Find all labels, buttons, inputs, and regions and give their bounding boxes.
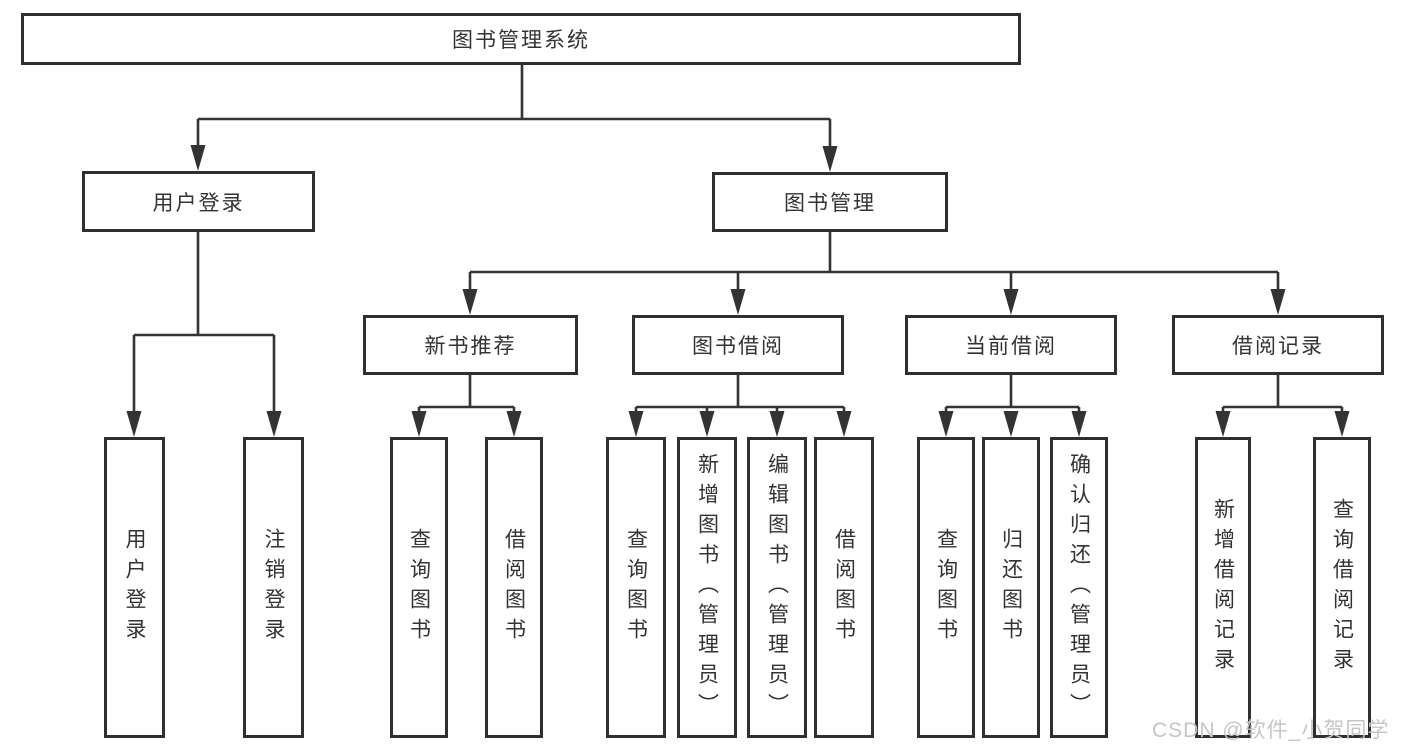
arrow-down-icon [462, 289, 478, 315]
leaf-br-add-record: 新增借阅记录 [1195, 437, 1251, 738]
node-root: 图书管理系统 [21, 13, 1021, 65]
arrow-down-icon [938, 411, 954, 437]
leaf-bb-edit-books-admin: 编辑图书（管理员） [747, 437, 807, 738]
csdn-watermark: CSDN @软件_小贺同学 [1152, 719, 1390, 742]
arrow-down-icon [190, 145, 206, 171]
arrow-down-icon [769, 411, 785, 437]
arrow-down-icon [506, 411, 522, 437]
edge-root [196, 65, 832, 151]
arrow-down-icon [836, 411, 852, 437]
leaf-bb-borrow-books: 借阅图书 [814, 437, 874, 738]
arrow-down-icon [1270, 289, 1286, 315]
arrow-down-icon [1003, 289, 1019, 315]
leaf-br-query-record: 查询借阅记录 [1313, 437, 1371, 738]
arrowheads [126, 145, 1350, 437]
arrow-down-icon [699, 411, 715, 437]
edge-book-borrow [634, 375, 846, 415]
arrow-down-icon [1003, 411, 1019, 437]
leaf-nbr-borrow-books: 借阅图书 [485, 437, 543, 738]
node-book-borrow: 图书借阅 [632, 315, 844, 375]
edge-user-login [132, 232, 276, 415]
leaf-user-login: 用户登录 [104, 437, 165, 738]
arrow-down-icon [822, 146, 838, 172]
arrow-down-icon [266, 411, 282, 437]
leaf-bb-add-books-admin: 新增图书（管理员） [677, 437, 737, 738]
edge-current-borrow [944, 375, 1081, 415]
leaf-logout: 注销登录 [243, 437, 304, 738]
arrow-down-icon [1215, 411, 1231, 437]
arrow-down-icon [411, 411, 427, 437]
node-new-book-rec: 新书推荐 [363, 315, 578, 375]
edge-book-mgmt [468, 232, 1280, 294]
leaf-bb-query-books: 查询图书 [606, 437, 666, 738]
leaf-nbr-query-books: 查询图书 [390, 437, 448, 738]
leaf-cb-query-books: 查询图书 [917, 437, 975, 738]
leaf-cb-confirm-return-admin: 确认归还（管理员） [1050, 437, 1108, 738]
arrow-down-icon [628, 411, 644, 437]
node-borrow-record: 借阅记录 [1172, 315, 1384, 375]
node-current-borrow: 当前借阅 [905, 315, 1117, 375]
edge-borrow-record [1221, 375, 1344, 415]
node-book-mgmt: 图书管理 [712, 172, 948, 232]
tree-edges [132, 65, 1344, 415]
leaf-cb-return-books: 归还图书 [982, 437, 1040, 738]
arrow-down-icon [126, 411, 142, 437]
arrow-down-icon [1334, 411, 1350, 437]
node-user-login: 用户登录 [82, 171, 315, 232]
edge-new-book-rec [417, 375, 516, 415]
arrow-down-icon [730, 289, 746, 315]
arrow-down-icon [1071, 411, 1087, 437]
